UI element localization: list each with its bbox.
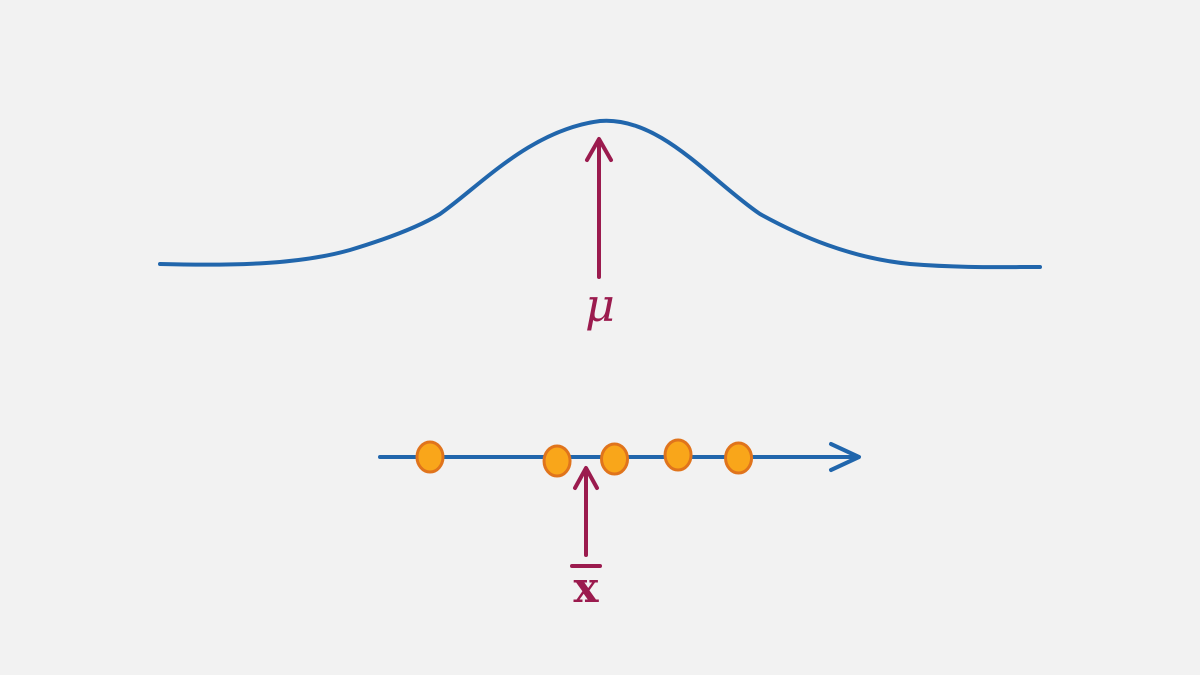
- arrow-right-icon: [829, 442, 861, 472]
- sample-mean-label: x: [573, 563, 599, 612]
- sample-mean-arrow: [573, 466, 599, 557]
- arrow-up-icon: [573, 466, 599, 490]
- population-mean-arrow: [585, 137, 613, 279]
- sample-point: [600, 442, 630, 476]
- population-distribution-curve: [158, 118, 1042, 270]
- arrow-up-icon: [585, 137, 613, 162]
- sample-point: [415, 440, 445, 474]
- population-mean-label: μ: [585, 278, 615, 332]
- sample-points: [415, 438, 754, 478]
- sample-point: [542, 444, 572, 478]
- sample-point: [724, 441, 754, 475]
- sample-point: [663, 438, 693, 472]
